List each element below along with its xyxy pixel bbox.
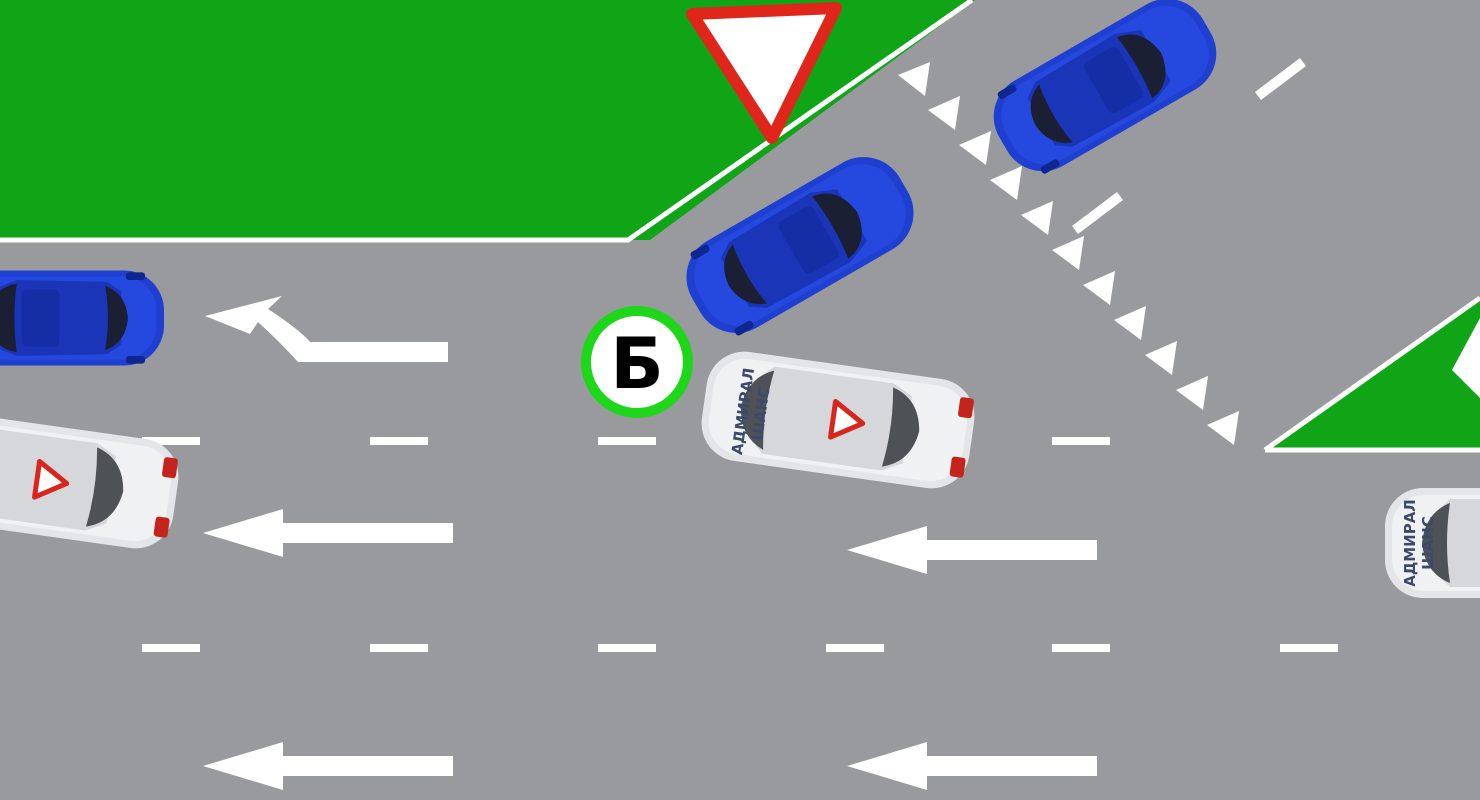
blue-car-left [0,270,164,366]
marker-label: Б [610,323,663,405]
give-way-line [898,62,1239,445]
position-marker: Б [581,306,693,418]
curb-line-left [0,0,974,243]
turn-left-arrow-icon [205,296,448,362]
school-car-label-right: АДМИРАЛ ШАНС [1401,499,1437,587]
lane-dashes-upper [142,437,1110,445]
lane-dashes-lower [142,644,1338,652]
curb-line-right [1263,295,1480,453]
yield-sign-icon [686,2,842,144]
school-car-text-line2: ШАНС [1419,516,1437,570]
school-car-text-line1: АДМИРАЛ [1401,499,1419,587]
u-sign-icon [1452,318,1480,398]
lane-dashes-diagonal [1072,58,1306,234]
marker-face [591,316,683,408]
